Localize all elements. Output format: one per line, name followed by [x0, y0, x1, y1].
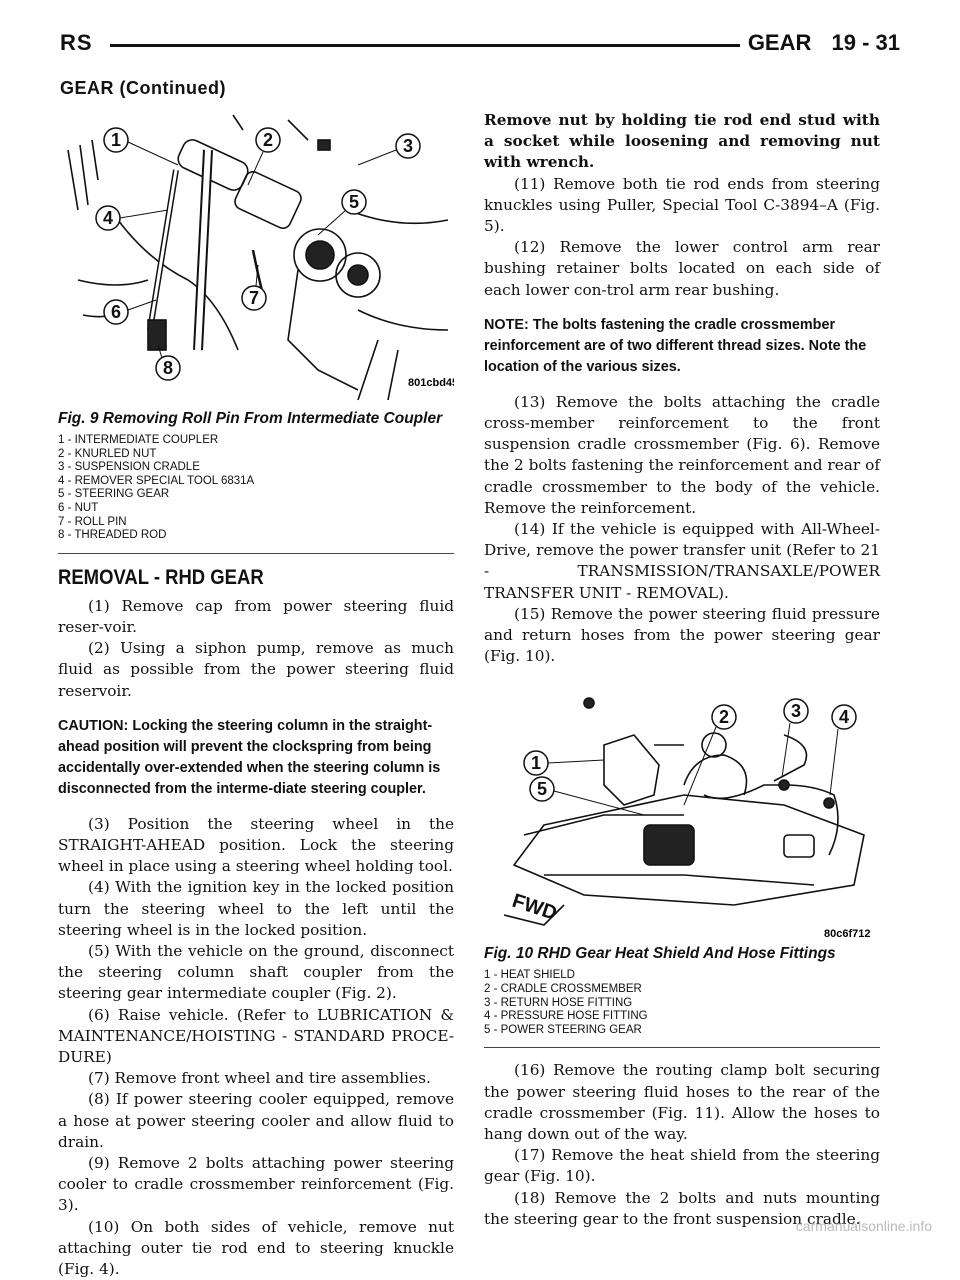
- header-section: GEAR: [747, 30, 812, 55]
- fig10-code: 80c6f712: [824, 928, 871, 940]
- step-16: (16) Remove the routing clamp bolt secur…: [484, 1061, 880, 1144]
- fig10-callout-5: 5: [529, 776, 645, 816]
- header-left-code: RS: [60, 30, 93, 55]
- caution-text: CAUTION: Locking the steering column in …: [58, 717, 441, 797]
- fig10-callout-1: 1: [523, 750, 605, 777]
- fig9-legend-item: 2 - KNURLED NUT: [58, 447, 157, 460]
- fig9-callout-5: 5: [317, 189, 367, 236]
- svg-text:3: 3: [791, 701, 801, 721]
- svg-text:3: 3: [403, 136, 413, 156]
- step-18: (18) Remove the 2 bolts and nuts mountin…: [484, 1188, 880, 1228]
- header-right: GEAR 19 - 31: [734, 30, 900, 56]
- fig9-legend-item: 6 - NUT: [58, 501, 99, 514]
- fig9-legend-item: 8 - THREADED ROD: [58, 529, 167, 542]
- section-title: REMOVAL - RHD GEAR: [58, 565, 264, 589]
- watermark[interactable]: carmanualsonline.info: [795, 1218, 932, 1234]
- fig9-callout-4: 4: [95, 205, 169, 231]
- fig9-callout-8: 8: [155, 344, 181, 381]
- fig9-legend-item: 1 - INTERMEDIATE COUPLER: [58, 434, 219, 446]
- fig10-legend-item: 3 - RETURN HOSE FITTING: [484, 996, 633, 1009]
- step-15: (15) Remove the power steering fluid pre…: [484, 604, 880, 666]
- fig10-callout-3: 3: [781, 698, 809, 778]
- svg-text:2: 2: [263, 130, 273, 150]
- fig9-legend: 1 - INTERMEDIATE COUPLER 2 - KNURLED NUT…: [58, 434, 454, 543]
- step-7: (7) Remove front wheel and tire assembli…: [88, 1069, 431, 1088]
- step-11: (11) Remove both tie rod ends from steer…: [484, 174, 880, 236]
- step-13: (13) Remove the bolts attaching the crad…: [484, 392, 880, 517]
- figure-divider: [484, 1047, 880, 1049]
- svg-text:1: 1: [111, 130, 121, 150]
- fig10-callout-4: 4: [829, 704, 857, 796]
- step-17: (17) Remove the heat shield from the ste…: [484, 1146, 880, 1186]
- note-text: NOTE: The bolts fastening the cradle cro…: [484, 316, 867, 375]
- fig9-legend-item: 3 - SUSPENSION CRADLE: [58, 461, 200, 474]
- step-6: (6) Raise vehicle. (Refer to LUBRICATION…: [58, 1005, 454, 1066]
- step-9: (9) Remove 2 bolts attaching power steer…: [58, 1154, 454, 1215]
- step-2: (2) Using a siphon pump, remove as much …: [58, 639, 454, 700]
- page-header: RS GEAR 19 - 31: [60, 30, 900, 90]
- fig9-callout-1: 1: [103, 127, 179, 166]
- figure-9-illustration: 1 2 3 4 5 6 7 8 801cbd45: [67, 114, 454, 401]
- figure-10-illustration: FWD 1 2 3 4 5 80c6f712: [503, 697, 871, 940]
- fig9-callout-7: 7: [241, 264, 267, 311]
- fig10-legend-item: 5 - POWER STEERING GEAR: [484, 1023, 642, 1036]
- svg-text:2: 2: [719, 707, 729, 727]
- fig10-legend-item: 1 - HEAT SHIELD: [484, 969, 575, 982]
- step-3: (3) Position the steering wheel in the S…: [58, 814, 454, 876]
- fig10-legend: 1 - HEAT SHIELD 2 - CRADLE CROSSMEMBER 3…: [484, 969, 880, 1037]
- fig10-caption: Fig. 10 RHD Gear Heat Shield And Hose Fi…: [484, 945, 836, 963]
- header-rule: [110, 44, 740, 47]
- svg-text:6: 6: [111, 302, 121, 322]
- right-column: Remove nut by holding tie rod end stud w…: [484, 110, 880, 1230]
- fig9-legend-item: 4 - REMOVER SPECIAL TOOL 6831A: [58, 474, 255, 487]
- step-1: (1) Remove cap from power steering fluid…: [58, 596, 454, 636]
- step-5: (5) With the vehicle on the ground, disc…: [58, 941, 454, 1003]
- continued-heading: GEAR (Continued): [60, 78, 226, 98]
- svg-text:8: 8: [163, 358, 173, 378]
- bold-instruction: Remove nut by holding tie rod end stud w…: [484, 111, 880, 172]
- fig9-callout-2: 2: [247, 127, 281, 186]
- figure-9: 1 2 3 4 5 6 7 8 801cbd45 Fig. 9 Removing…: [58, 110, 454, 554]
- fig9-legend-item: 7 - ROLL PIN: [58, 515, 127, 528]
- svg-text:5: 5: [349, 192, 359, 212]
- svg-text:4: 4: [103, 208, 113, 228]
- figure-divider: [58, 552, 454, 554]
- fig9-code: 801cbd45: [408, 377, 454, 389]
- fig9-caption: Fig. 9 Removing Roll Pin From Intermedia…: [58, 410, 443, 427]
- fig9-callout-3: 3: [357, 133, 421, 166]
- step-4: (4) With the ignition key in the locked …: [58, 878, 454, 939]
- fwd-label: FWD: [509, 890, 559, 925]
- svg-text:7: 7: [249, 288, 259, 308]
- fig10-callout-2: 2: [683, 704, 737, 806]
- page-number: 19 - 31: [831, 30, 901, 55]
- svg-text:5: 5: [537, 779, 547, 799]
- fig10-legend-item: 4 - PRESSURE HOSE FITTING: [484, 1010, 648, 1023]
- left-column: 1 2 3 4 5 6 7 8 801cbd45 Fig. 9 Removing…: [58, 110, 454, 1280]
- step-12: (12) Remove the lower control arm rear b…: [484, 238, 880, 299]
- svg-text:1: 1: [531, 753, 541, 773]
- step-14: (14) If the vehicle is equipped with All…: [484, 520, 880, 602]
- figure-10: FWD 1 2 3 4 5 80c6f712 Fig. 10 RHD Gear …: [484, 685, 880, 1049]
- step-10: (10) On both sides of vehicle, remove nu…: [58, 1217, 454, 1279]
- fig9-legend-item: 5 - STEERING GEAR: [58, 488, 170, 501]
- fig10-legend-item: 2 - CRADLE CROSSMEMBER: [484, 983, 642, 996]
- svg-text:4: 4: [839, 707, 849, 727]
- step-8: (8) If power steering cooler equipped, r…: [58, 1090, 454, 1151]
- fig9-callout-6: 6: [103, 299, 157, 325]
